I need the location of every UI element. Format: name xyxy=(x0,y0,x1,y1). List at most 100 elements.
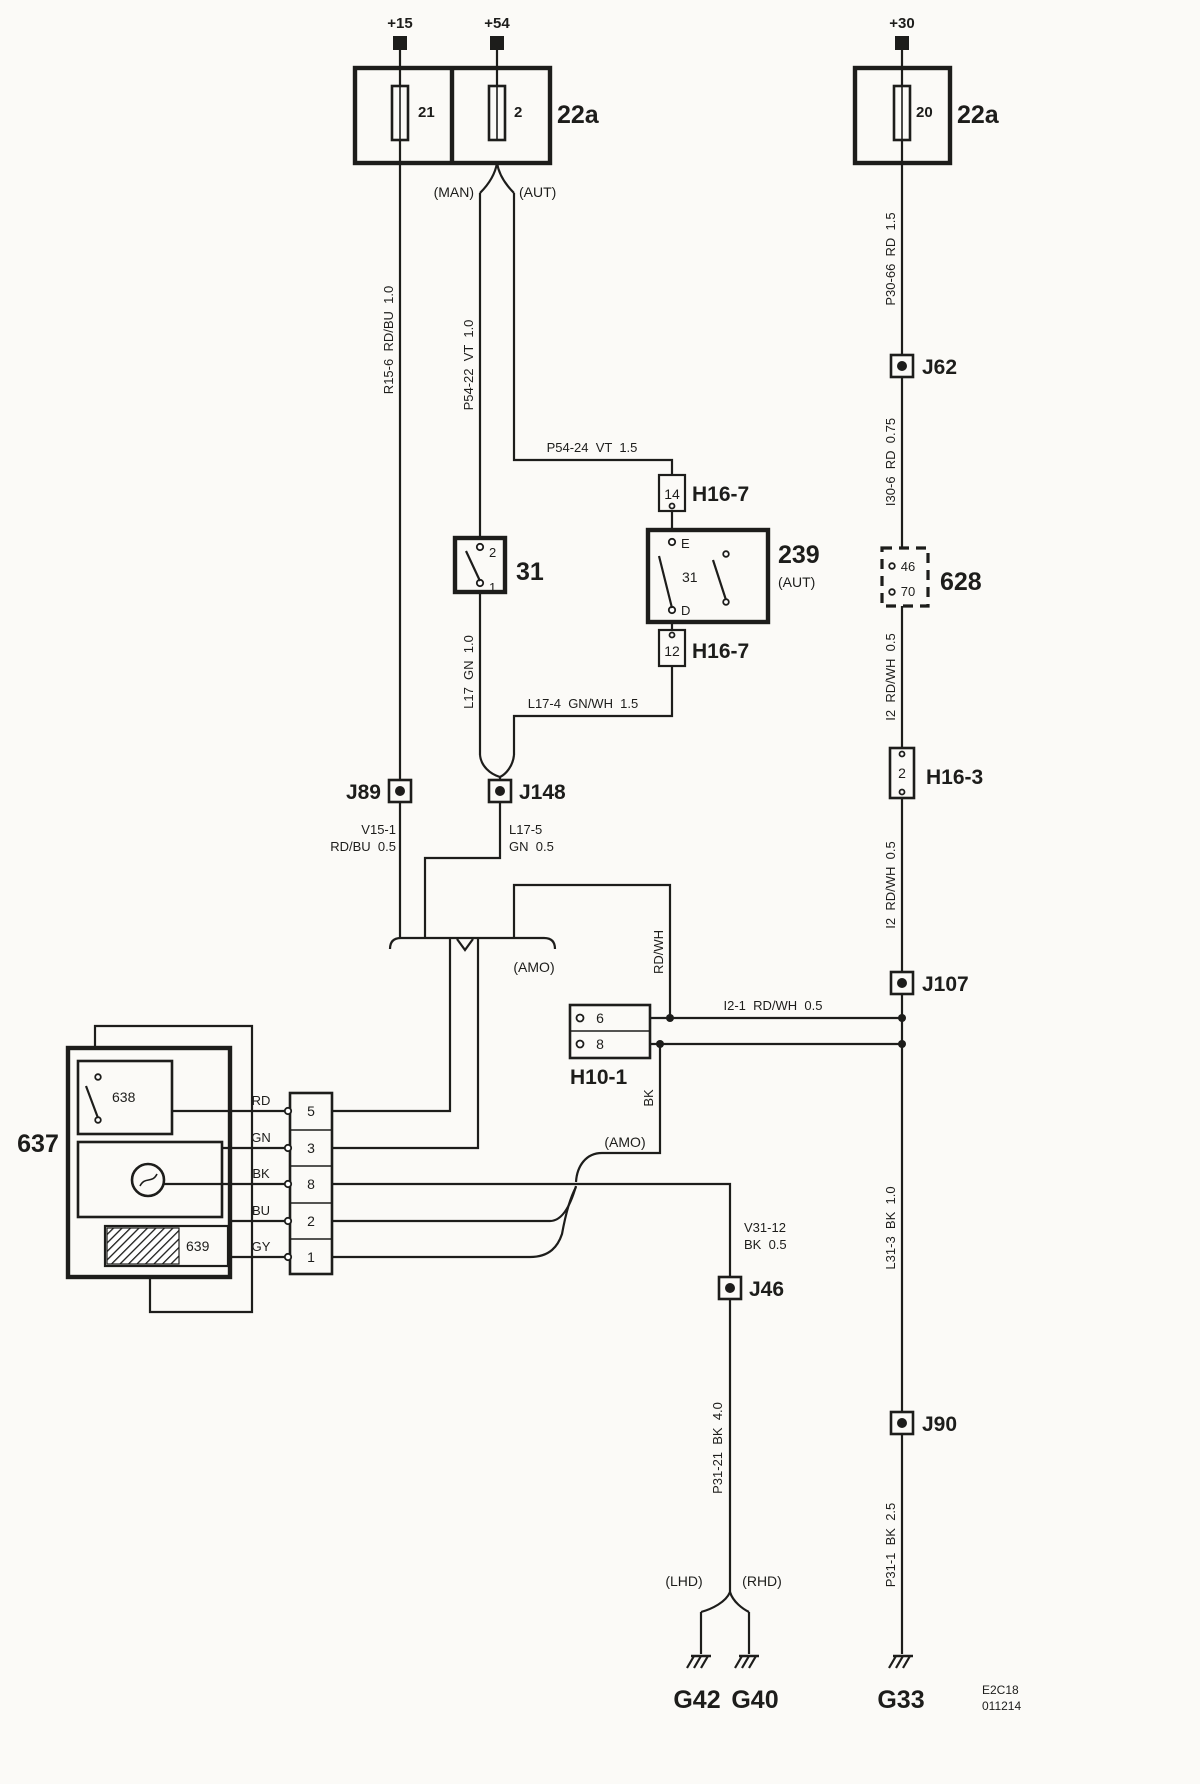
connector-pin-contact xyxy=(668,631,676,639)
fusebox-left-id: 22a xyxy=(557,101,600,129)
variant-man-label: (MAN) xyxy=(434,184,474,200)
wire-label-v15-1-name: V15-1 xyxy=(361,822,396,837)
unit-637-loop-wire xyxy=(93,1024,254,1314)
connector-pin-contact xyxy=(668,502,676,510)
wire-label-p31-21: P31-21 BK 4.0 xyxy=(710,1402,725,1494)
junction-j62-id: J62 xyxy=(922,356,957,379)
wire-label-r15-6: R15-6 RD/BU 1.0 xyxy=(381,286,396,394)
power-feeds: +15 +54 +30 xyxy=(387,15,915,86)
wire-gy-merge xyxy=(332,1186,577,1259)
wire-label-v15-1-spec: RD/BU 0.5 xyxy=(330,839,396,854)
junction-j90-id: J90 xyxy=(922,1413,957,1436)
connector-h16-7-lower: 12 H16-7 xyxy=(657,622,749,668)
ground-symbol-hatch xyxy=(734,1655,743,1669)
ground-g33-id: G33 xyxy=(877,1686,924,1714)
variant-lhd-label: (LHD) xyxy=(665,1573,702,1589)
wire-label-i2-lower: I2 RD/WH 0.5 xyxy=(883,841,898,928)
wire-segment xyxy=(512,666,674,755)
unit-239-switch-blade xyxy=(657,555,674,609)
unit-239-pin-aux-bottom xyxy=(722,598,730,606)
wire-label-l17-5-spec: GN 0.5 xyxy=(509,839,554,854)
connector-pin-number: 14 xyxy=(664,486,680,502)
harness-bracket-arrow xyxy=(456,938,474,952)
merge-curve xyxy=(499,754,516,778)
connector-pin-contact xyxy=(898,788,906,796)
variant-amo-upper-label: (AMO) xyxy=(513,959,554,975)
junction-contact xyxy=(897,1418,907,1428)
connector-pin-contact xyxy=(898,750,906,758)
ground-symbol-hatch xyxy=(888,1655,897,1669)
wire-color-label: BK xyxy=(252,1166,270,1181)
wire-label-l17-4: L17-4 GN/WH 1.5 xyxy=(528,696,639,711)
wire-color-label: GY xyxy=(252,1239,271,1254)
connector-pin-contact xyxy=(888,588,896,596)
switch-31-id: 31 xyxy=(516,558,544,586)
unit-239-pin-d-label: D xyxy=(681,603,690,618)
connector-pin-contact xyxy=(283,1106,293,1116)
wire-label-p31-1: P31-1 BK 2.5 xyxy=(883,1503,898,1588)
right-chain: P30-66 RD 1.5 J62 I30-6 RD 0.75 46 70 62… xyxy=(877,140,983,1714)
ground-symbol-hatch xyxy=(741,1655,750,1669)
connector-628-outline xyxy=(880,546,930,608)
wire-bu-merge xyxy=(332,1185,578,1223)
split-branch-rhd xyxy=(728,1591,750,1613)
unit-239-pin-e-label: E xyxy=(681,536,690,551)
fuse-2-number: 2 xyxy=(514,104,522,121)
switch-pin xyxy=(94,1116,102,1124)
merge-curve xyxy=(574,1151,603,1183)
wire-label-v31-12-spec: BK 0.5 xyxy=(744,1237,787,1252)
connector-h16-7-upper: 14 H16-7 xyxy=(657,473,749,530)
variant-amo-lower-label: (AMO) xyxy=(604,1134,645,1150)
unit-637: 637 638 639 xyxy=(17,1024,285,1314)
connector-pin-number: 5 xyxy=(307,1103,315,1119)
wire-gn-riser xyxy=(332,938,480,1150)
motor-symbol-detail xyxy=(139,1173,158,1187)
variant-split-lhd-rhd: (LHD) (RHD) xyxy=(665,1573,782,1654)
wire-label-p54-22: P54-22 VT 1.0 xyxy=(461,320,476,411)
wire-l17: L17 GN 1.0 xyxy=(461,592,482,755)
merge-bracket-j148 xyxy=(478,754,516,780)
junction-contact xyxy=(725,1283,735,1293)
split-branch-aut xyxy=(495,162,515,194)
connector-h10-1-id: H10-1 xyxy=(570,1066,628,1089)
split-branch-lhd xyxy=(700,1591,732,1614)
harness-bracket-amo-upper: (AMO) xyxy=(388,936,557,975)
wire-bk-amo: BK (AMO) xyxy=(574,1040,906,1183)
junction-contact xyxy=(897,361,907,371)
ground-symbol-hatch xyxy=(895,1655,904,1669)
ground-g42-id: G42 xyxy=(673,1686,720,1714)
wire-p31-21: P31-21 BK 4.0 xyxy=(710,1299,732,1592)
wires-637-harness xyxy=(332,938,732,1277)
variant-aut-label: (AUT) xyxy=(519,184,556,200)
wire-segment xyxy=(423,802,502,938)
unit-239-switch-blade-2 xyxy=(711,559,728,601)
unit-637-id: 637 xyxy=(17,1130,59,1158)
wire-rd-wh: RD/WH xyxy=(512,883,674,1022)
connector-h16-3-id: H16-3 xyxy=(926,766,983,789)
junction-contact xyxy=(395,786,405,796)
junction-contact xyxy=(897,978,907,988)
unit-239-pin-e xyxy=(667,537,677,547)
junction-j148: J148 L17-5 GN 0.5 xyxy=(423,778,566,938)
junction-j46-id: J46 xyxy=(749,1278,784,1301)
wire-label-l17-5-name: L17-5 xyxy=(509,822,542,837)
wire-label-p30-66: P30-66 RD 1.5 xyxy=(883,212,898,305)
power-feed-54-label: +54 xyxy=(484,15,510,32)
connector-pin-contact xyxy=(888,562,896,570)
connector-pin-number: 2 xyxy=(898,765,906,781)
unit-638-outline xyxy=(76,1059,174,1136)
wire-i2-1: I2-1 RD/WH 0.5 xyxy=(650,998,906,1022)
wire-label-rd-wh: RD/WH xyxy=(651,930,666,974)
switch-31: 2 1 31 xyxy=(452,535,544,595)
fuse-20-number: 20 xyxy=(916,104,933,121)
ground-g40: G40 xyxy=(731,1654,779,1714)
connector-pin-8-number: 8 xyxy=(596,1036,604,1052)
unit-239-outline xyxy=(645,527,771,625)
wire-p54-22: P54-22 VT 1.0 xyxy=(461,193,482,538)
footer-code: E2C18 xyxy=(982,1683,1019,1697)
wire-segment xyxy=(512,883,672,1018)
connector-h16-7-upper-id: H16-7 xyxy=(692,483,749,506)
wire-label-i30-6: I30-6 RD 0.75 xyxy=(883,418,898,506)
